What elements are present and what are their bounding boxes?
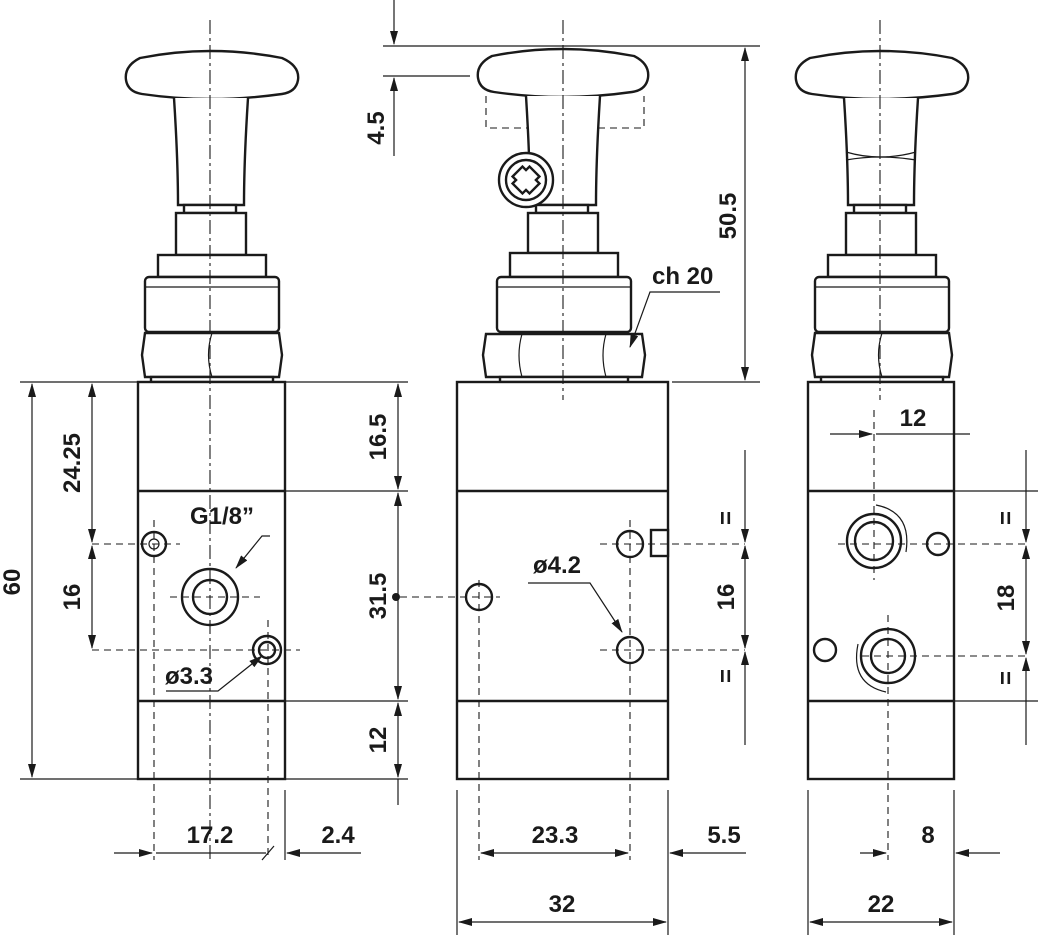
middle-valve-body [455, 380, 670, 781]
middle-upper-label: 16.5 [365, 414, 392, 461]
right-valve-body [806, 380, 956, 781]
left-hole-dia-label: ø3.3 [165, 663, 213, 690]
right-top-offset-label: 12 [900, 405, 927, 432]
middle-lock-nut [495, 275, 633, 334]
right-view: 12 = 18 = 8 22 [794, 20, 1038, 935]
left-top-offset-label: 24.25 [59, 433, 86, 493]
middle-hex-nut [481, 332, 647, 379]
right-equal-bottom-label: = [993, 671, 1020, 685]
middle-height-top-label: 50.5 [715, 193, 742, 240]
middle-view: 4.5 50.5 ch 20 16.5 31.5 12 ø4.2 16 = = … [285, 0, 760, 935]
left-upper-nut [174, 211, 248, 257]
middle-width-total-label: 32 [549, 891, 576, 918]
left-sleeve [156, 253, 268, 279]
left-height-total-label: 60 [0, 569, 26, 596]
right-port-spacing-label: 18 [993, 585, 1020, 612]
right-sleeve [826, 253, 938, 279]
left-hex-nut [140, 331, 284, 379]
middle-lower-label: 12 [365, 727, 392, 754]
left-port-spacing-label: 16 [59, 584, 86, 611]
left-lock-nut [143, 275, 281, 334]
left-knob-cap [124, 49, 300, 101]
middle-equal-bottom-label: = [713, 669, 740, 683]
left-width-offset-label: 17.2 [187, 822, 234, 849]
middle-wrench-label: ch 20 [652, 263, 713, 290]
left-knob-stem [172, 97, 250, 207]
right-lower-hole [812, 637, 838, 663]
middle-hole-dia-label: ø4.2 [533, 552, 581, 579]
middle-small-offset-label: 5.5 [707, 822, 740, 849]
right-knob-cap [794, 49, 970, 101]
right-width-total-label: 22 [868, 891, 895, 918]
right-upper-nut [844, 211, 918, 257]
left-small-offset-label: 2.4 [321, 822, 355, 849]
right-knob-stem [842, 97, 920, 207]
middle-width-offset-label: 23.3 [532, 822, 579, 849]
middle-top-label: 4.5 [363, 111, 390, 144]
right-small-offset-label: 8 [921, 822, 934, 849]
middle-port-spacing-label: 16 [713, 584, 740, 611]
right-equal-top-label: = [993, 511, 1020, 525]
right-lock-nut [813, 275, 951, 334]
middle-equal-top-label: = [713, 511, 740, 525]
left-port-thread-label: G1/8” [190, 503, 254, 530]
middle-sleeve [508, 251, 620, 279]
middle-mid-label: 31.5 [365, 573, 392, 620]
right-hex-nut [810, 331, 954, 379]
left-view: 60 24.25 16 G1/8” ø3.3 17.2 2.4 [0, 20, 361, 861]
